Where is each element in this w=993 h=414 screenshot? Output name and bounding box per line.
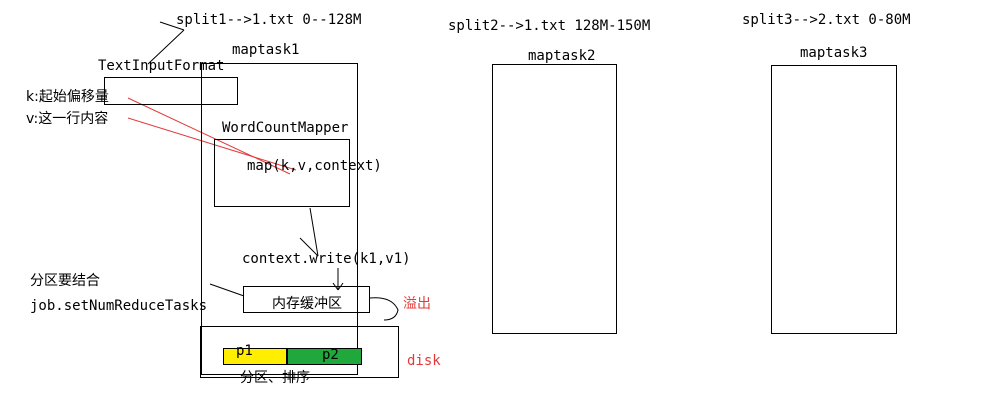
- text-input-format-label: TextInputFormat: [98, 58, 225, 74]
- maptask2-title: maptask2: [528, 48, 596, 64]
- p2-label: p2: [322, 347, 339, 363]
- partition-sort-label: 分区、排序: [240, 370, 310, 386]
- split2-label: split2-->1.txt 128M-150M: [448, 18, 651, 34]
- k-label: k:起始偏移量: [26, 89, 109, 105]
- map-call-label: map(k,v,context): [247, 158, 382, 174]
- maptask2-box: [492, 64, 617, 334]
- partition-p1-segment: [223, 348, 287, 365]
- partition-note-label: 分区要结合: [30, 273, 100, 289]
- p1-label: p1: [236, 343, 253, 359]
- maptask1-title: maptask1: [232, 42, 300, 58]
- mapper-box: [214, 139, 350, 207]
- v-label: v:这一行内容: [26, 111, 109, 127]
- split3-label: split3-->2.txt 0-80M: [742, 12, 911, 28]
- disk-box: [200, 326, 399, 378]
- word-count-mapper-label: WordCountMapper: [222, 120, 349, 136]
- split1-label: split1-->1.txt 0--128M: [176, 12, 362, 28]
- spill-label: 溢出: [403, 296, 431, 312]
- set-num-reduce-label: job.setNumReduceTasks: [30, 298, 208, 314]
- context-write-label: context.write(k1,v1): [242, 251, 411, 267]
- memory-buffer-label: 内存缓冲区: [272, 296, 342, 312]
- maptask1-box: [201, 63, 358, 375]
- spill-curve: [369, 297, 399, 321]
- maptask3-box: [771, 65, 897, 334]
- text-input-format-box: [104, 77, 238, 105]
- disk-label: disk: [407, 353, 441, 369]
- maptask3-title: maptask3: [800, 45, 868, 61]
- memory-buffer-box: [243, 286, 370, 313]
- partition-p2-segment: [287, 348, 362, 365]
